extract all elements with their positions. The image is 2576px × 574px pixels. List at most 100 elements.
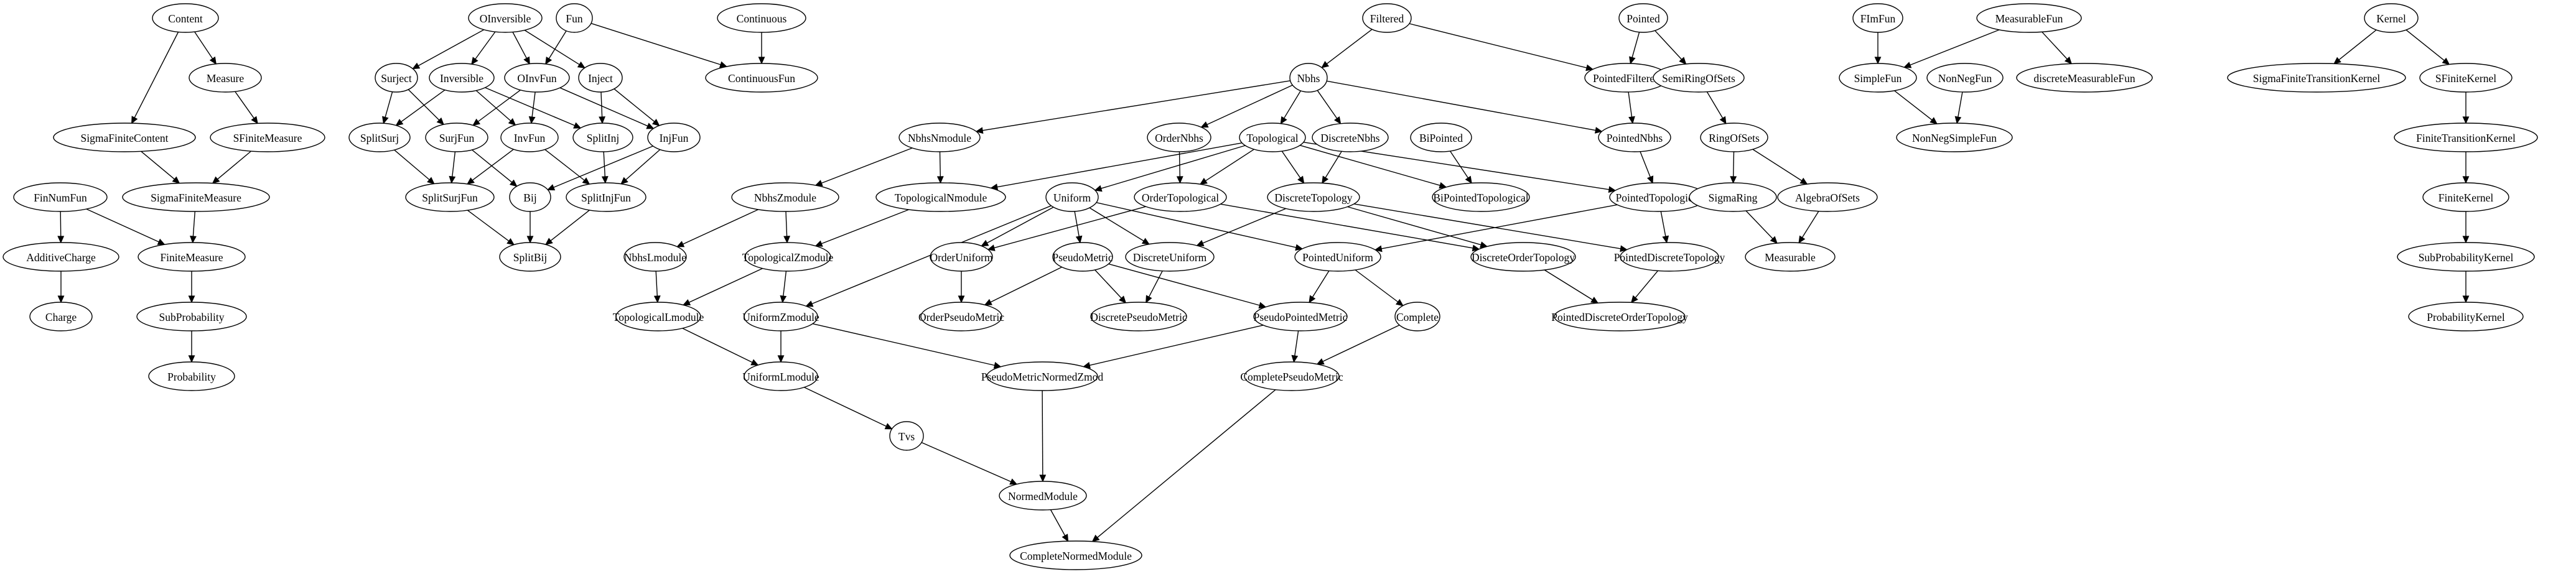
node-label: AdditiveCharge — [26, 251, 96, 264]
edge-f-im-fun-to-simple-fun — [1874, 32, 1882, 65]
edge-discrete-order-topology-to-pointed-discrete-order-topology — [1544, 269, 1599, 304]
edge-line — [1317, 90, 1338, 119]
arrowhead-icon — [2333, 57, 2341, 65]
arrowhead-icon — [395, 119, 404, 126]
node-label: Tvs — [898, 430, 915, 443]
node-ellipse — [1896, 123, 2013, 152]
node-label: NonNegFun — [1938, 72, 1992, 85]
edge-pointed-to-semi-ring-of-sets — [1654, 30, 1687, 65]
edge-discrete-topology-to-discrete-order-topology — [1347, 206, 1488, 248]
arrowhead-icon — [646, 123, 655, 129]
edge-tvs-to-normed-module — [921, 442, 1018, 485]
arrowhead-icon — [1094, 185, 1103, 192]
edge-o-inv-fun-to-surj-fun — [472, 90, 521, 126]
node-ellipse — [1839, 63, 1917, 93]
edge-bij-to-split-bij — [526, 211, 534, 244]
node-discrete-topology: DiscreteTopology — [1267, 182, 1360, 212]
node-ellipse — [210, 123, 325, 152]
node-ellipse — [122, 182, 270, 212]
node-ellipse — [2422, 182, 2509, 212]
edge-surj-fun-to-split-surj-fun — [449, 151, 456, 184]
edge-line — [990, 266, 1062, 303]
node-label: Inversible — [440, 72, 483, 85]
edge-inj-fun-to-split-inj-fun — [620, 149, 661, 185]
node-label: CompletePseudoMetric — [1240, 371, 1343, 383]
node-uniform: Uniform — [1045, 182, 1099, 212]
edge-finite-transition-kernel-to-finite-kernel — [2462, 152, 2470, 184]
node-ellipse — [1470, 242, 1576, 272]
arrowhead-icon — [2462, 295, 2470, 303]
edge-fun-to-continuous-fun — [590, 22, 728, 68]
node-label: ContinuousFun — [728, 72, 795, 85]
arrowhead-icon — [57, 295, 65, 303]
node-complete-pseudo-metric: CompletePseudoMetric — [1240, 361, 1343, 391]
edge-nbhs-zmodule-to-topological-zmodule — [783, 211, 791, 244]
node-label: Complete — [1396, 311, 1439, 323]
edge-surj-fun-to-bij — [472, 149, 518, 187]
node-label: MeasurableFun — [1995, 12, 2063, 25]
node-charge: Charge — [29, 302, 93, 331]
node-o-inv-fun: OInvFun — [504, 63, 570, 93]
node-ellipse — [1052, 242, 1113, 272]
edge-line — [1205, 149, 1254, 182]
node-label: TopologicalLmodule — [613, 311, 704, 323]
arrowhead-icon — [1009, 478, 1018, 485]
edge-split-inj-to-split-inj-fun — [601, 151, 609, 184]
node-label: OrderPseudoMetric — [918, 311, 1004, 323]
arrowhead-icon — [1119, 295, 1127, 303]
edge-line — [418, 29, 485, 67]
edge-line — [1294, 330, 1299, 356]
node-ellipse — [1700, 123, 1768, 152]
node-pointed: Pointed — [1618, 3, 1668, 33]
edge-line — [986, 206, 1054, 244]
node-ellipse — [1976, 3, 2082, 33]
node-ellipse — [509, 182, 551, 212]
node-ellipse — [1009, 540, 1142, 570]
edge-pseudo-metric-to-pseudo-pointed-metric — [1108, 263, 1267, 309]
node-label: PointedNbhs — [1607, 132, 1663, 144]
node-ellipse — [1620, 242, 1719, 272]
edge-uniform-lmodule-to-tvs — [804, 387, 893, 430]
node-discrete-uniform: DiscreteUniform — [1125, 242, 1215, 272]
node-ellipse — [1289, 63, 1328, 93]
node-tvs: Tvs — [889, 421, 924, 451]
edge-line — [1347, 206, 1482, 246]
edge-uniform-to-pseudo-metric — [1074, 211, 1083, 244]
node-uniform-lmodule: UniformLmodule — [742, 361, 819, 391]
node-label: TopologicalNmodule — [895, 192, 987, 204]
node-continuous-fun: ContinuousFun — [705, 63, 818, 93]
edge-line — [141, 150, 175, 180]
node-label: DiscreteUniform — [1133, 251, 1207, 264]
node-ellipse — [920, 302, 1002, 331]
edge-inject-to-split-inj — [599, 91, 606, 124]
edge-line — [1097, 389, 1276, 538]
node-ellipse — [1294, 242, 1381, 272]
arrowhead-icon — [987, 244, 996, 251]
node-label: SplitBij — [513, 251, 547, 264]
edge-line — [1706, 91, 1724, 119]
edge-o-inversible-to-o-inv-fun — [512, 32, 530, 65]
node-measurable: Measurable — [1745, 242, 1836, 272]
node-ellipse — [744, 361, 818, 391]
edge-topological-to-order-topological — [1199, 149, 1254, 185]
edge-line — [1101, 145, 1246, 189]
node-finite-measure: FiniteMeasure — [138, 242, 246, 272]
node-pseudo-pointed-metric: PseudoPointedMetric — [1253, 302, 1348, 331]
arrowhead-icon — [212, 176, 220, 184]
arrowhead-icon — [1719, 116, 1727, 124]
node-ellipse — [13, 182, 108, 212]
arrowhead-icon — [1630, 295, 1638, 303]
edge-line — [192, 211, 195, 237]
edge-uniform-to-uniform-zmodule — [805, 205, 1052, 307]
node-label: Bij — [523, 192, 536, 204]
node-label: Measurable — [1765, 251, 1816, 264]
arrowhead-icon — [523, 56, 530, 65]
arrowhead-icon — [1039, 474, 1047, 483]
node-label: NbhsNmodule — [908, 132, 971, 144]
node-label: PseudoMetricNormedZmod — [981, 371, 1104, 383]
edge-algebra-of-sets-to-measurable — [1798, 211, 1819, 244]
edge-split-inj-fun-to-split-bij — [544, 210, 590, 246]
node-split-inj: SplitInj — [572, 123, 633, 152]
node-label: FiniteTransitionKernel — [2416, 132, 2516, 144]
node-label: Pointed — [1626, 12, 1660, 25]
